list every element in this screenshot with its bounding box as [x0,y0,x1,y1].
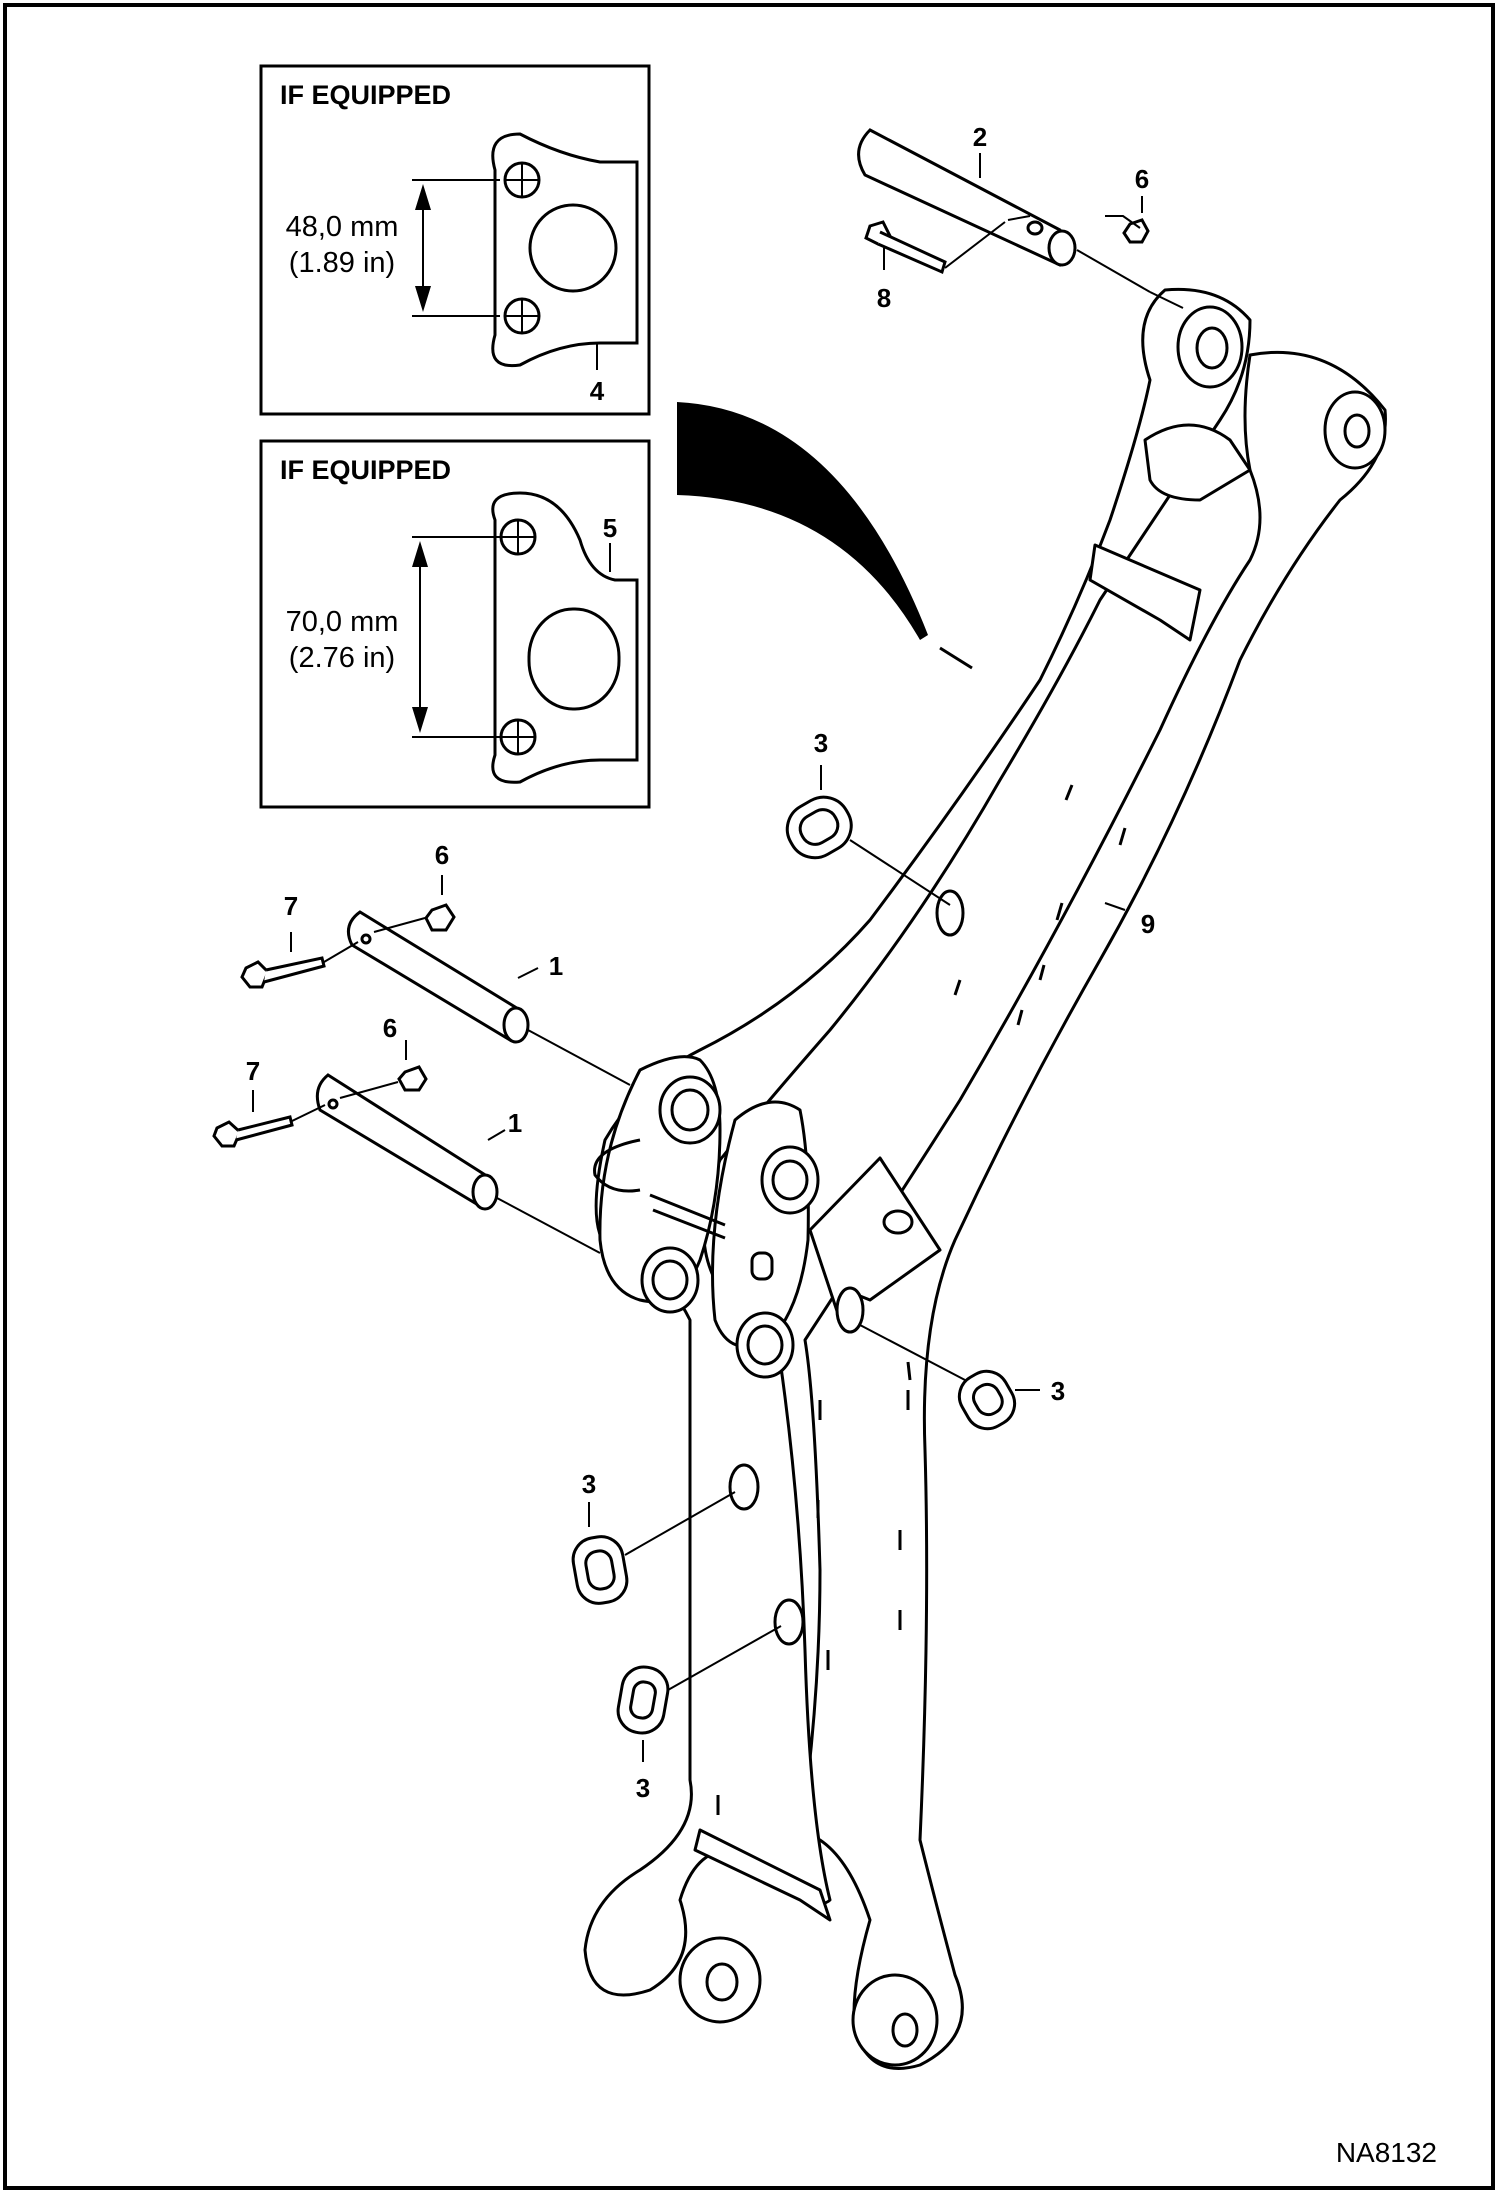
callout-8: 8 [877,283,891,313]
callout-3-low: 3 [636,1773,650,1803]
lower-cross-plate [693,1828,832,1922]
bolt-8-install-line [1007,215,1031,221]
arm-assembly [583,287,1387,2070]
bolt-7-lower-install-line [291,1104,326,1122]
dimension-in-label: (1.89 in) [289,247,395,279]
dimension-line [412,536,500,738]
pin-1-upper-install-line [527,1029,631,1086]
callout-7-upper: 7 [284,891,298,921]
callout-4: 4 [590,376,605,406]
elbow-bushing-upper-bore [670,1088,710,1132]
center-bore-icon [528,203,618,293]
callout-6-upper: 6 [435,840,449,870]
dimension-arrows-icon [415,184,431,312]
callout-1-upper: 1 [549,951,563,981]
callout-3-mid: 3 [582,1469,596,1499]
bolt-7-lower-shank [235,1115,294,1142]
upper-access-hole [935,889,965,937]
bottom-rear-bore [891,2012,919,2048]
inset-plate-70mm: IF EQUIPPED 70,0 mm (2.76 in) 5 [259,439,651,809]
nut-6-upper-line [373,917,426,933]
middle-access-hole [728,1463,760,1511]
elbow-tube [649,1193,726,1240]
dimension-mm-label: 70,0 mm [286,606,399,638]
arm-weld-marks [716,784,1127,1815]
bolt-7-upper-shank [263,956,326,984]
nut-6-lower-icon [397,1065,428,1092]
leader-line [517,967,539,979]
nut-6-upper-icon [424,903,456,932]
upper-cross-plate [1088,543,1202,642]
bolt-8-leader [944,221,1006,269]
inset-title: IF EQUIPPED [280,455,451,485]
leader-line [487,1129,506,1141]
pin-1-lower-end [471,1173,499,1211]
inset-plate-48mm: IF EQUIPPED 48,0 mm (1.89 in) 4 [259,64,651,416]
callout-6-lower: 6 [383,1013,397,1043]
dimension-in-label: (2.76 in) [289,642,395,674]
pin-1-upper-end [502,1006,530,1044]
pin-1-upper-cross-hole [360,933,372,945]
top-pivot-bore [1195,326,1229,370]
elbow-hook [593,1138,641,1193]
pin-1-lower-cross-hole [327,1098,339,1110]
inner-bushing-upper-bore [771,1159,809,1201]
callout-2: 2 [973,122,987,152]
leader-line [1104,902,1126,911]
bolt-8-shank [877,230,947,275]
rear-pivot-bore [1343,413,1371,449]
lower-access-hole [773,1598,805,1646]
pin-1-upper-body [346,910,522,1043]
drawing-id-label: NA8132 [1336,2137,1437,2168]
top-pin-group [857,128,1184,309]
pointer-tip [939,646,973,670]
grommet-upper [785,795,951,906]
grommet-right [859,1324,1017,1431]
page-border [3,3,1495,2190]
slotted-bore-icon [527,607,621,711]
hole-centerline-icon [504,162,540,334]
elbow-bushing-lower-bore [651,1259,689,1301]
callout-9: 9 [1141,909,1155,939]
nut-6-top-icon [1122,218,1150,244]
pin-2-end [1047,229,1077,267]
inset-title: IF EQUIPPED [280,80,451,110]
grommet-low [616,1625,782,1735]
nut-6-top-line [1105,215,1141,229]
callout-3-right: 3 [1051,1376,1065,1406]
stud-boss [750,1251,774,1281]
callout-5: 5 [603,513,617,543]
pin-1-lower-install-line [496,1197,601,1254]
location-pointer-icon [677,402,928,640]
grommet-mid [571,1491,736,1605]
grommets [571,795,1017,1735]
pin-2-leader [1076,249,1151,293]
callout-6-top: 6 [1135,164,1149,194]
bolt-7-upper-head-icon [240,960,270,989]
nut-6-lower-line [339,1081,399,1099]
inner-bushing-lower-bore [746,1324,784,1366]
pin-2-cross-hole [1026,220,1044,236]
callout-1-lower: 1 [508,1108,522,1138]
top-cross-brace [1143,423,1252,502]
bracket-hole [882,1209,914,1235]
hole-centerline-icon [500,519,536,755]
dimension-mm-label: 48,0 mm [286,211,399,243]
pin-2-install-line [1149,291,1184,309]
pin-1-lower-body [315,1073,492,1209]
bottom-front-bore [705,1962,739,2002]
elbow-access-hole [835,1286,865,1334]
callout-3-upper: 3 [814,728,828,758]
left-pin-group [212,903,631,1254]
bolt-7-lower-head-icon [212,1120,242,1148]
bolt-7-upper-install-line [323,941,359,963]
callout-7-lower: 7 [246,1056,260,1086]
